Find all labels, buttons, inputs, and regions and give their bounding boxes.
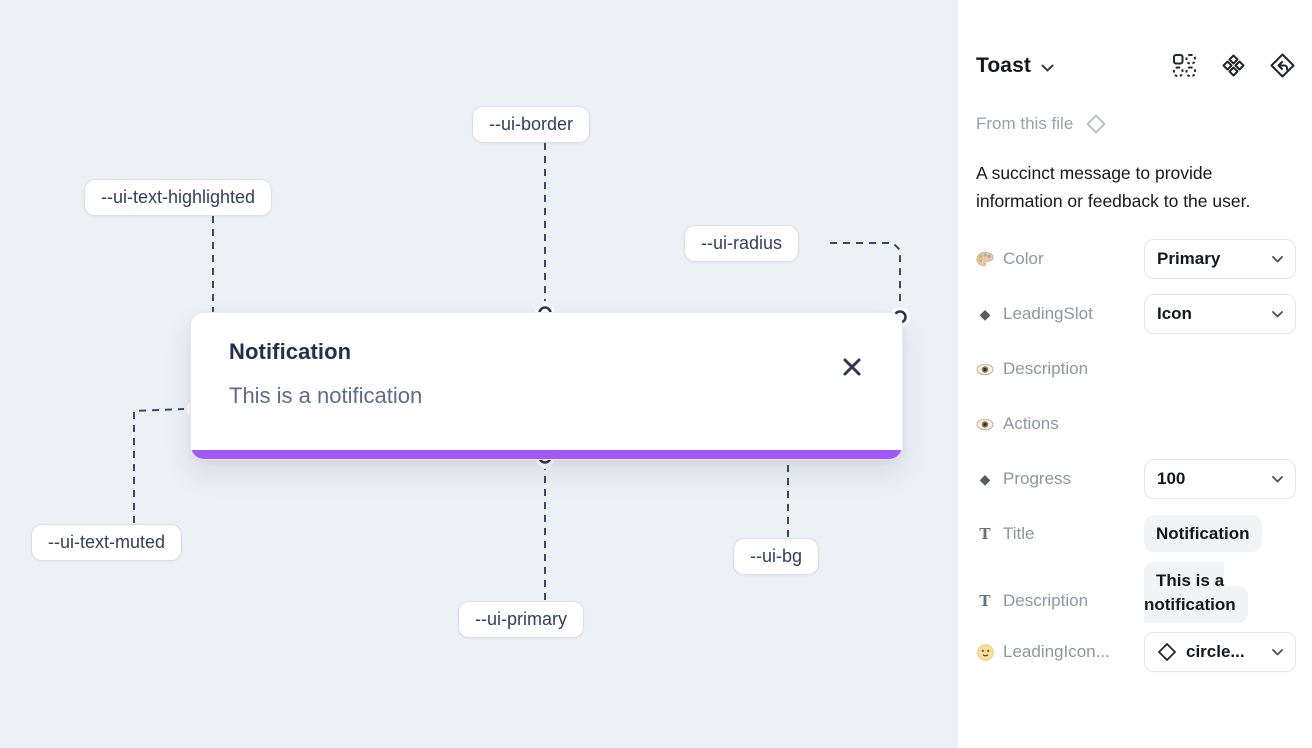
annotation-ui-primary: --ui-primary <box>458 601 584 638</box>
progress-select[interactable]: 100 <box>1144 459 1296 499</box>
prop-label-progress: Progress <box>1003 469 1072 488</box>
color-select[interactable]: Primary <box>1144 239 1296 279</box>
component-grid-icon[interactable] <box>1171 52 1198 79</box>
prop-label-leadingicon: LeadingIcon... <box>1003 642 1110 661</box>
eye-emoji-icon <box>976 363 994 376</box>
diamond-outline-icon <box>1157 642 1177 662</box>
prop-row-title: T Title Notification <box>976 514 1296 554</box>
prop-row-leadingicon: LeadingIcon... circle... <box>976 632 1296 672</box>
prop-label-description-toggle: Description <box>1003 359 1089 378</box>
prop-label-color: Color <box>1003 249 1044 268</box>
toast-progress-bar <box>191 450 902 459</box>
prop-row-progress: ◆ Progress 100 <box>976 459 1296 499</box>
properties-panel: Toast From this file <box>958 0 1312 748</box>
prop-row-color: Color Primary <box>976 239 1296 279</box>
chevron-down-icon <box>1272 310 1283 317</box>
diamond-filled-icon: ◆ <box>979 471 991 487</box>
chevron-down-icon <box>1272 255 1283 262</box>
prop-row-leadingslot: ◆ LeadingSlot Icon <box>976 294 1296 334</box>
prop-row-description-text: T Description This is a notification <box>976 562 1296 623</box>
design-canvas[interactable]: --ui-border --ui-text-highlighted --ui-r… <box>0 0 958 748</box>
panel-header: Toast <box>976 52 1296 79</box>
title-text-field[interactable]: Notification <box>1144 515 1262 552</box>
x-close-icon[interactable] <box>840 355 864 379</box>
smiley-emoji-icon <box>976 643 994 661</box>
annotation-ui-radius: --ui-radius <box>684 225 800 262</box>
prop-row-description-toggle: Description <box>976 349 1296 395</box>
component-title[interactable]: Toast <box>976 53 1031 77</box>
text-T-icon: T <box>979 525 991 543</box>
prop-label-title: Title <box>1003 524 1035 543</box>
property-list: Color Primary ◆ LeadingSlot Icon <box>976 239 1296 672</box>
source-label: From this file <box>976 114 1074 133</box>
palette-emoji-icon <box>976 251 994 268</box>
component-description: A succinct message to provide informatio… <box>976 163 1251 211</box>
leadingslot-select[interactable]: Icon <box>1144 294 1296 334</box>
diamond-outline-icon <box>1086 114 1106 134</box>
toast-component-preview[interactable]: Notification This is a notification <box>190 312 903 460</box>
toast-title: Notification <box>229 339 352 364</box>
back-to-component-icon[interactable] <box>1269 52 1296 79</box>
annotation-ui-bg: --ui-bg <box>733 538 820 575</box>
prop-row-actions-toggle: Actions <box>976 404 1296 450</box>
description-text-field[interactable]: This is a notification <box>1144 562 1248 623</box>
variants-diamonds-icon[interactable] <box>1220 52 1247 79</box>
toast-description: This is a notification <box>229 383 423 408</box>
source-row: From this file <box>976 113 1296 135</box>
annotation-ui-border: --ui-border <box>472 106 591 143</box>
chevron-down-icon <box>1272 475 1283 482</box>
diamond-filled-icon: ◆ <box>979 306 991 322</box>
prop-label-leadingslot: LeadingSlot <box>1003 304 1093 323</box>
chevron-down-icon <box>1272 648 1283 655</box>
chevron-down-icon[interactable] <box>1041 64 1054 72</box>
annotation-ui-text-muted: --ui-text-muted <box>31 524 183 561</box>
eye-emoji-icon <box>976 418 994 431</box>
annotation-ui-text-highlighted: --ui-text-highlighted <box>84 179 273 216</box>
prop-label-actions-toggle: Actions <box>1003 414 1059 433</box>
text-T-icon: T <box>979 592 991 610</box>
leadingicon-select[interactable]: circle... <box>1144 632 1296 672</box>
prop-label-description-text: Description <box>1003 591 1089 610</box>
